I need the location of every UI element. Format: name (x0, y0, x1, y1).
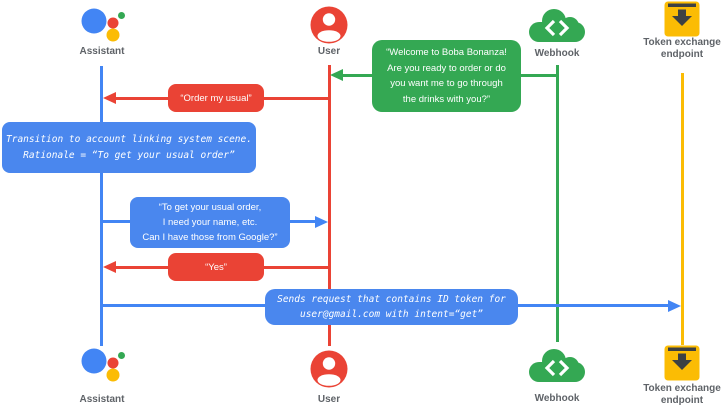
webhook-lifeline (556, 65, 559, 342)
webhook-label-top: Webhook (534, 48, 580, 59)
transition-system-note: Transition to account linking system sce… (2, 122, 256, 173)
google-assistant-icon (81, 348, 125, 382)
ask-arrowhead-icon (315, 216, 328, 228)
token-exchange-icon (664, 345, 700, 381)
token-endpoint-lifeline (681, 73, 684, 345)
user-lifeline (328, 65, 331, 346)
user-label-bottom: User (317, 394, 341, 405)
cloud-code-icon (529, 349, 585, 382)
assistant-label-top: Assistant (79, 46, 125, 57)
order-message-bubble: “Order my usual” (168, 84, 264, 112)
assistant-lifeline (100, 66, 103, 346)
token-endpoint-label-bottom: Token exchange endpoint (643, 383, 721, 406)
cloud-code-icon (529, 9, 585, 42)
user-icon (310, 6, 348, 44)
user-label-top: User (317, 46, 341, 57)
order-arrowhead-icon (103, 92, 116, 104)
token-request-note: Sends request that contains ID token for… (265, 289, 518, 325)
assistant-label-bottom: Assistant (79, 394, 125, 405)
webhook-label-bottom: Webhook (534, 393, 580, 404)
token-request-arrowhead-icon (668, 300, 681, 312)
ask-message-bubble: “To get your usual order, I need your na… (130, 197, 290, 248)
token-exchange-icon (664, 1, 700, 37)
yes-arrowhead-icon (103, 261, 116, 273)
welcome-arrowhead-icon (330, 69, 343, 81)
user-icon (310, 350, 348, 388)
yes-message-bubble: “Yes” (168, 253, 264, 281)
token-endpoint-label-top: Token exchange endpoint (643, 37, 721, 60)
google-assistant-icon (81, 8, 125, 42)
welcome-message-bubble: “Welcome to Boba Bonanza! Are you ready … (372, 40, 521, 112)
